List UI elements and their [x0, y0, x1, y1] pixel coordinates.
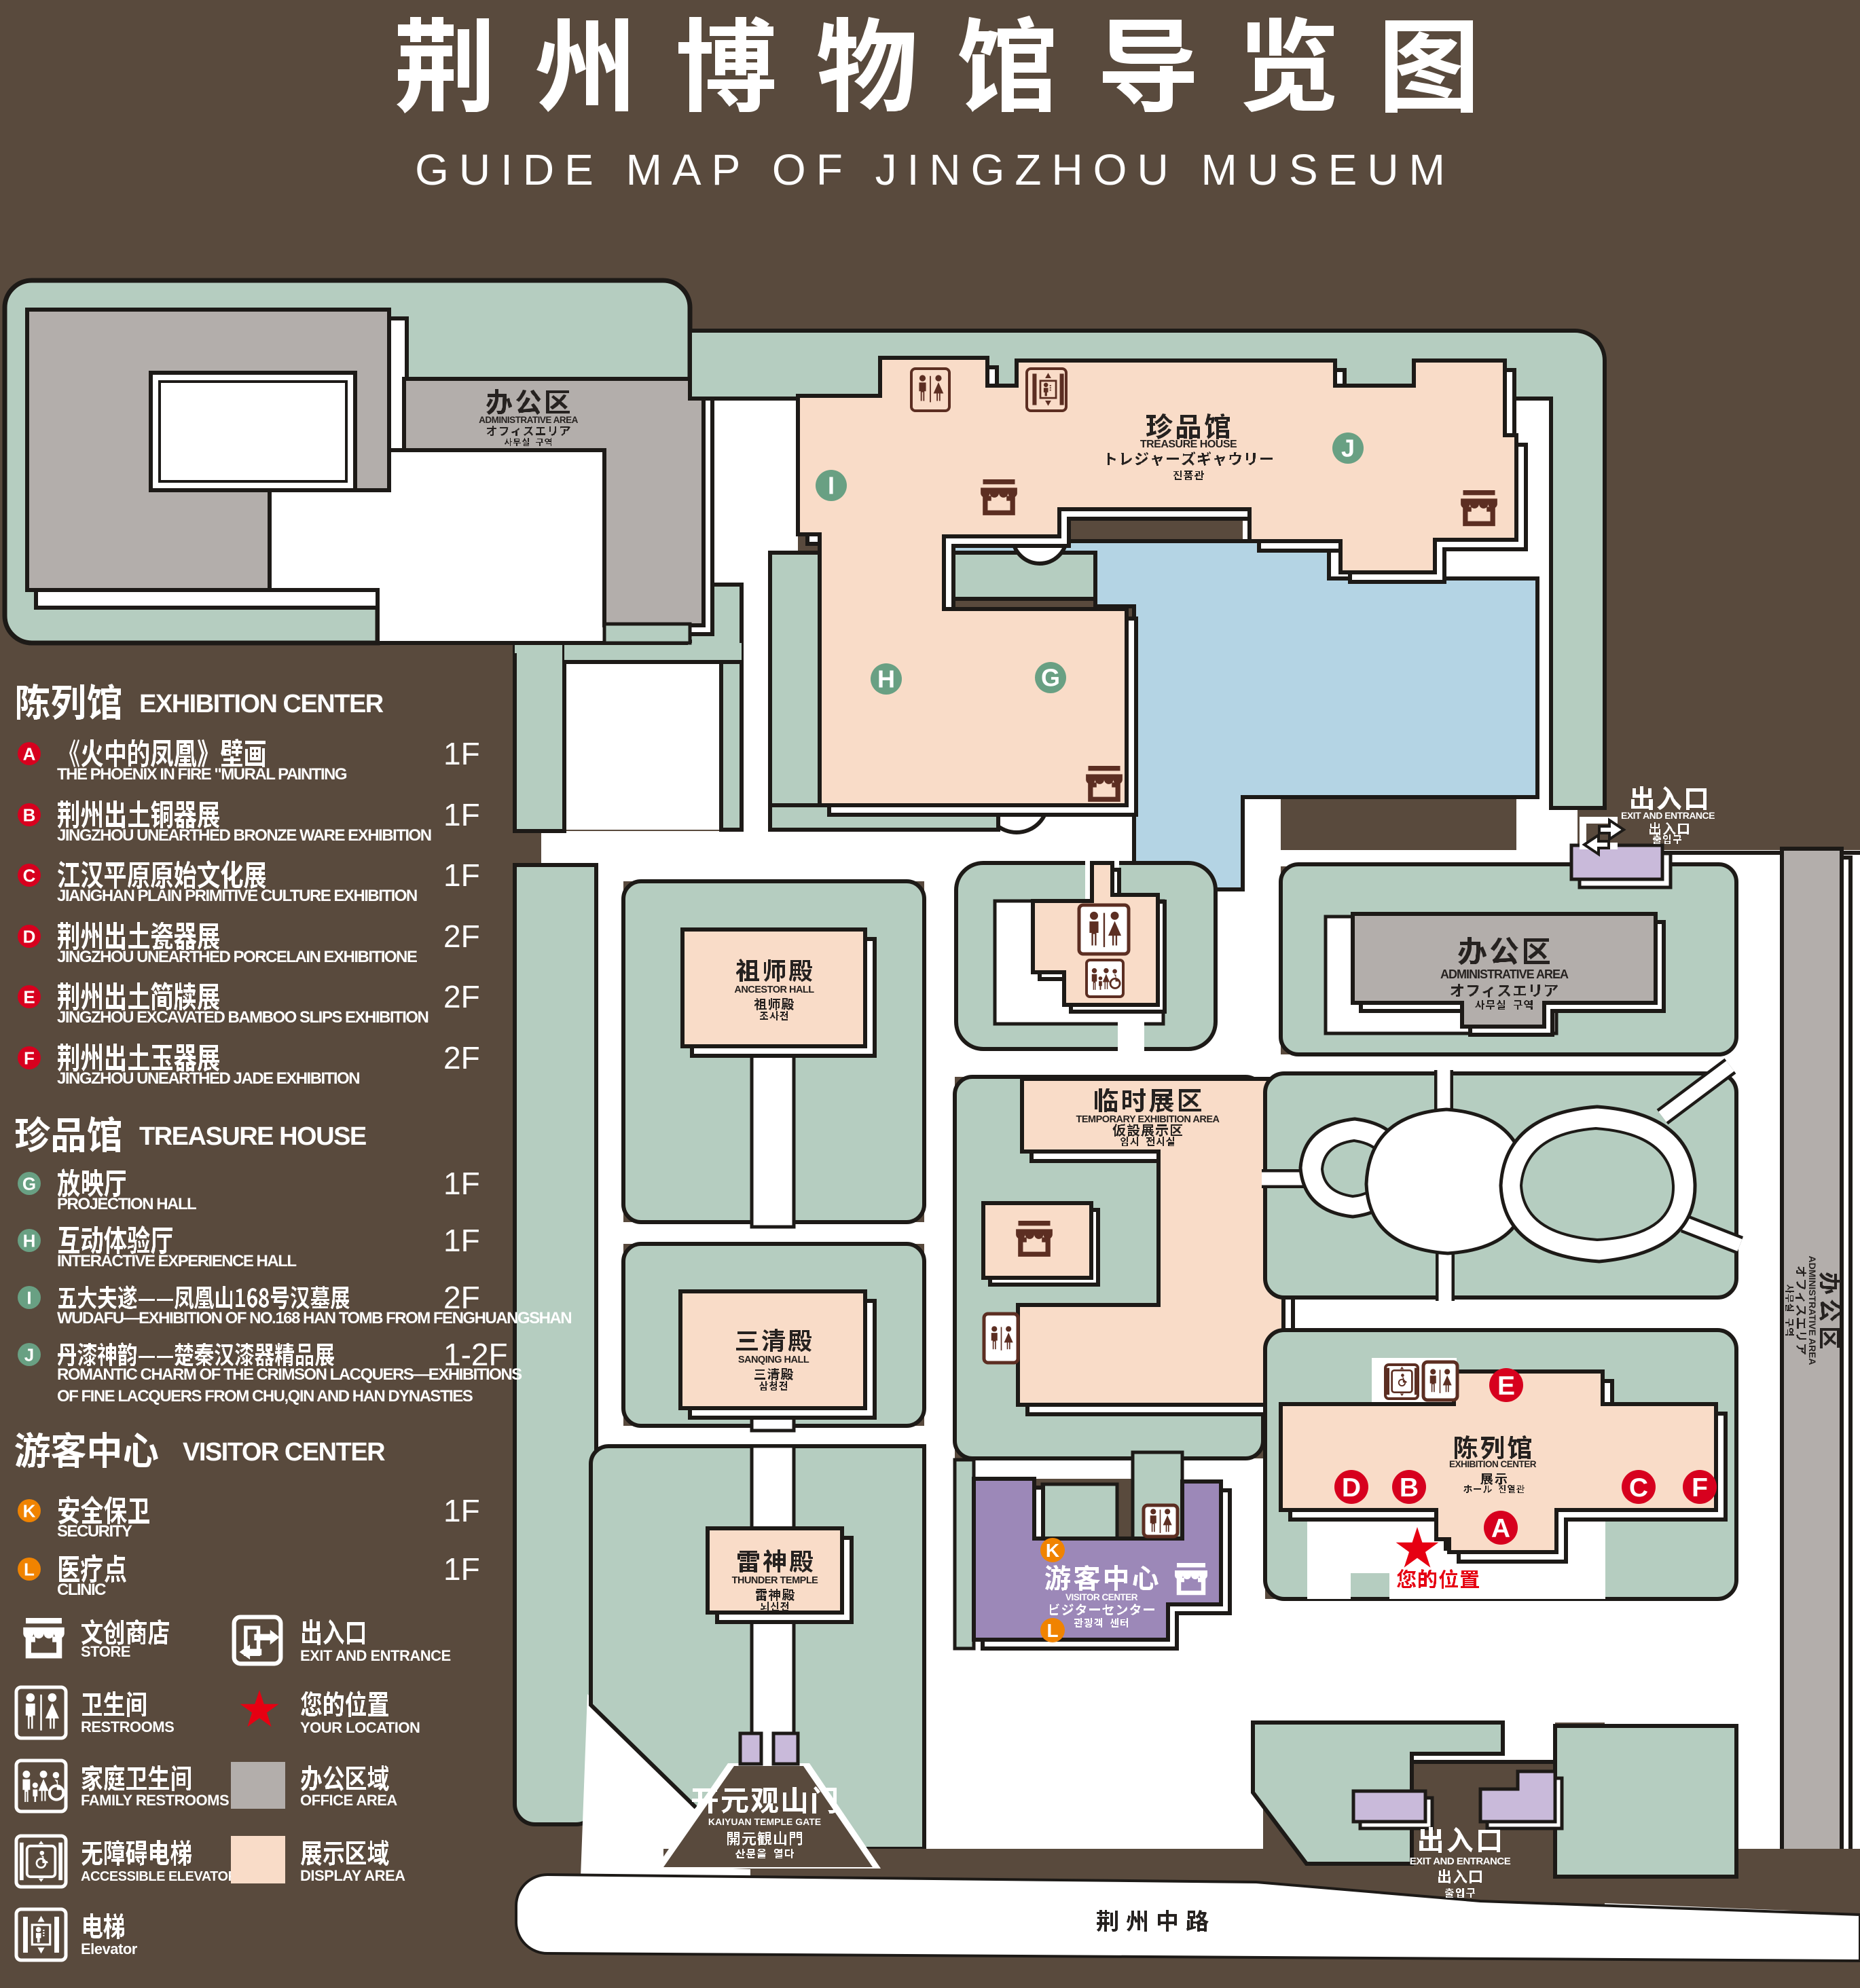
- svg-text:THE PHOENIX IN FIRE "MURAL PAI: THE PHOENIX IN FIRE "MURAL PAINTING: [57, 765, 347, 784]
- svg-text:VISITOR CENTER: VISITOR CENTER: [1065, 1592, 1138, 1602]
- svg-text:EXIT AND ENTRANCE: EXIT AND ENTRANCE: [1621, 810, 1715, 821]
- svg-text:EXHIBITION CENTER: EXHIBITION CENTER: [139, 690, 384, 718]
- svg-text:K: K: [23, 1501, 36, 1521]
- svg-text:STORE: STORE: [81, 1643, 130, 1660]
- svg-text:C: C: [1629, 1473, 1648, 1503]
- svg-text:J: J: [24, 1344, 34, 1365]
- svg-text:E: E: [1497, 1372, 1515, 1401]
- svg-text:F: F: [24, 1048, 35, 1068]
- svg-text:SECURITY: SECURITY: [57, 1522, 132, 1541]
- svg-text:KAIYUAN TEMPLE GATE: KAIYUAN TEMPLE GATE: [708, 1816, 821, 1827]
- svg-text:OF FINE LACQUERS FROM CHU,QIN: OF FINE LACQUERS FROM CHU,QIN AND HAN DY…: [57, 1387, 473, 1405]
- svg-text:RESTROOMS: RESTROOMS: [81, 1718, 174, 1735]
- svg-text:F: F: [1692, 1473, 1708, 1503]
- svg-text:1F: 1F: [443, 1493, 480, 1528]
- svg-text:ADMINISTRATIVE AREA: ADMINISTRATIVE AREA: [479, 415, 579, 425]
- svg-text:Elevator: Elevator: [81, 1940, 138, 1957]
- svg-text:H: H: [23, 1230, 36, 1251]
- svg-text:WUDAFU—EXHIBITION OF NO.168 HA: WUDAFU—EXHIBITION OF NO.168 HAN TOMB FRO…: [57, 1309, 571, 1327]
- svg-text:JINGZHOU EXCAVATED BAMBOO SLIP: JINGZHOU EXCAVATED BAMBOO SLIPS EXHIBITI…: [57, 1008, 428, 1027]
- svg-text:1-2F: 1-2F: [443, 1337, 508, 1372]
- svg-text:YOUR LOCATION: YOUR LOCATION: [300, 1719, 420, 1736]
- svg-text:L: L: [24, 1559, 35, 1579]
- svg-text:1F: 1F: [443, 1551, 480, 1587]
- svg-text:ROMANTIC CHARM OF THE CRIMSON: ROMANTIC CHARM OF THE CRIMSON LACQUERS—E…: [57, 1365, 522, 1384]
- svg-text:TREASURE HOUSE: TREASURE HOUSE: [1140, 439, 1237, 450]
- svg-text:I: I: [26, 1287, 31, 1308]
- svg-text:2F: 2F: [443, 1280, 480, 1315]
- svg-text:2F: 2F: [443, 979, 480, 1014]
- svg-text:EXHIBITION CENTER: EXHIBITION CENTER: [1449, 1459, 1537, 1469]
- svg-text:ADMINISTRATIVE AREA: ADMINISTRATIVE AREA: [1807, 1256, 1818, 1365]
- svg-text:B: B: [1400, 1473, 1419, 1503]
- svg-text:PROJECTION HALL: PROJECTION HALL: [57, 1195, 196, 1213]
- svg-text:E: E: [23, 987, 35, 1007]
- svg-text:A: A: [1491, 1514, 1510, 1543]
- svg-text:JIANGHAN PLAIN PRIMITIVE CULTU: JIANGHAN PLAIN PRIMITIVE CULTURE EXHIBIT…: [57, 887, 417, 905]
- svg-text:ANCESTOR HALL: ANCESTOR HALL: [734, 984, 814, 995]
- svg-text:2F: 2F: [443, 1040, 480, 1075]
- svg-text:I: I: [828, 472, 835, 500]
- svg-text:D: D: [23, 926, 36, 946]
- svg-text:JINGZHOU UNEARTHED PORCELAIN E: JINGZHOU UNEARTHED PORCELAIN EXHIBITIONE: [57, 948, 418, 966]
- svg-text:FAMILY RESTROOMS: FAMILY RESTROOMS: [81, 1792, 229, 1809]
- svg-text:INTERACTIVE EXPERIENCE HALL: INTERACTIVE EXPERIENCE HALL: [57, 1252, 296, 1270]
- svg-text:GUIDE MAP OF JINGZHOU MUSEUM: GUIDE MAP OF JINGZHOU MUSEUM: [415, 145, 1455, 194]
- svg-text:TEMPORARY EXHIBITION AREA: TEMPORARY EXHIBITION AREA: [1076, 1114, 1220, 1125]
- svg-text:G: G: [22, 1173, 36, 1194]
- svg-text:G: G: [1041, 664, 1060, 692]
- svg-text:1F: 1F: [443, 1223, 480, 1258]
- svg-text:EXIT AND ENTRANCE: EXIT AND ENTRANCE: [1410, 1856, 1511, 1867]
- svg-text:ADMINISTRATIVE AREA: ADMINISTRATIVE AREA: [1440, 968, 1569, 981]
- svg-text:ACCESSIBLE ELEVATOR: ACCESSIBLE ELEVATOR: [81, 1869, 238, 1884]
- svg-text:J: J: [1341, 435, 1355, 462]
- svg-text:SANQING HALL: SANQING HALL: [738, 1355, 809, 1365]
- svg-text:1F: 1F: [443, 858, 480, 893]
- svg-text:JINGZHOU UNEARTHED BRONZE WARE: JINGZHOU UNEARTHED BRONZE WARE EXHIBITIO…: [57, 826, 431, 845]
- svg-text:C: C: [23, 865, 36, 885]
- svg-text:CLINIC: CLINIC: [57, 1581, 106, 1599]
- svg-text:K: K: [1046, 1540, 1059, 1561]
- svg-text:1F: 1F: [443, 797, 480, 832]
- svg-text:2F: 2F: [443, 919, 480, 954]
- svg-text:THUNDER TEMPLE: THUNDER TEMPLE: [732, 1575, 819, 1586]
- svg-text:DISPLAY AREA: DISPLAY AREA: [300, 1867, 405, 1884]
- svg-text:VISITOR CENTER: VISITOR CENTER: [183, 1438, 385, 1467]
- svg-text:1F: 1F: [443, 736, 480, 771]
- svg-text:1F: 1F: [443, 1166, 480, 1201]
- svg-text:H: H: [877, 665, 895, 693]
- svg-text:OFFICE AREA: OFFICE AREA: [300, 1792, 397, 1809]
- svg-text:A: A: [23, 743, 36, 764]
- svg-text:EXIT AND ENTRANCE: EXIT AND ENTRANCE: [300, 1647, 451, 1664]
- svg-text:L: L: [1046, 1620, 1058, 1641]
- svg-text:TREASURE HOUSE: TREASURE HOUSE: [139, 1122, 366, 1151]
- svg-text:JINGZHOU UNEARTHED JADE EXHIBI: JINGZHOU UNEARTHED JADE EXHIBITION: [57, 1069, 359, 1088]
- svg-text:D: D: [1342, 1473, 1361, 1503]
- svg-text:B: B: [23, 805, 36, 825]
